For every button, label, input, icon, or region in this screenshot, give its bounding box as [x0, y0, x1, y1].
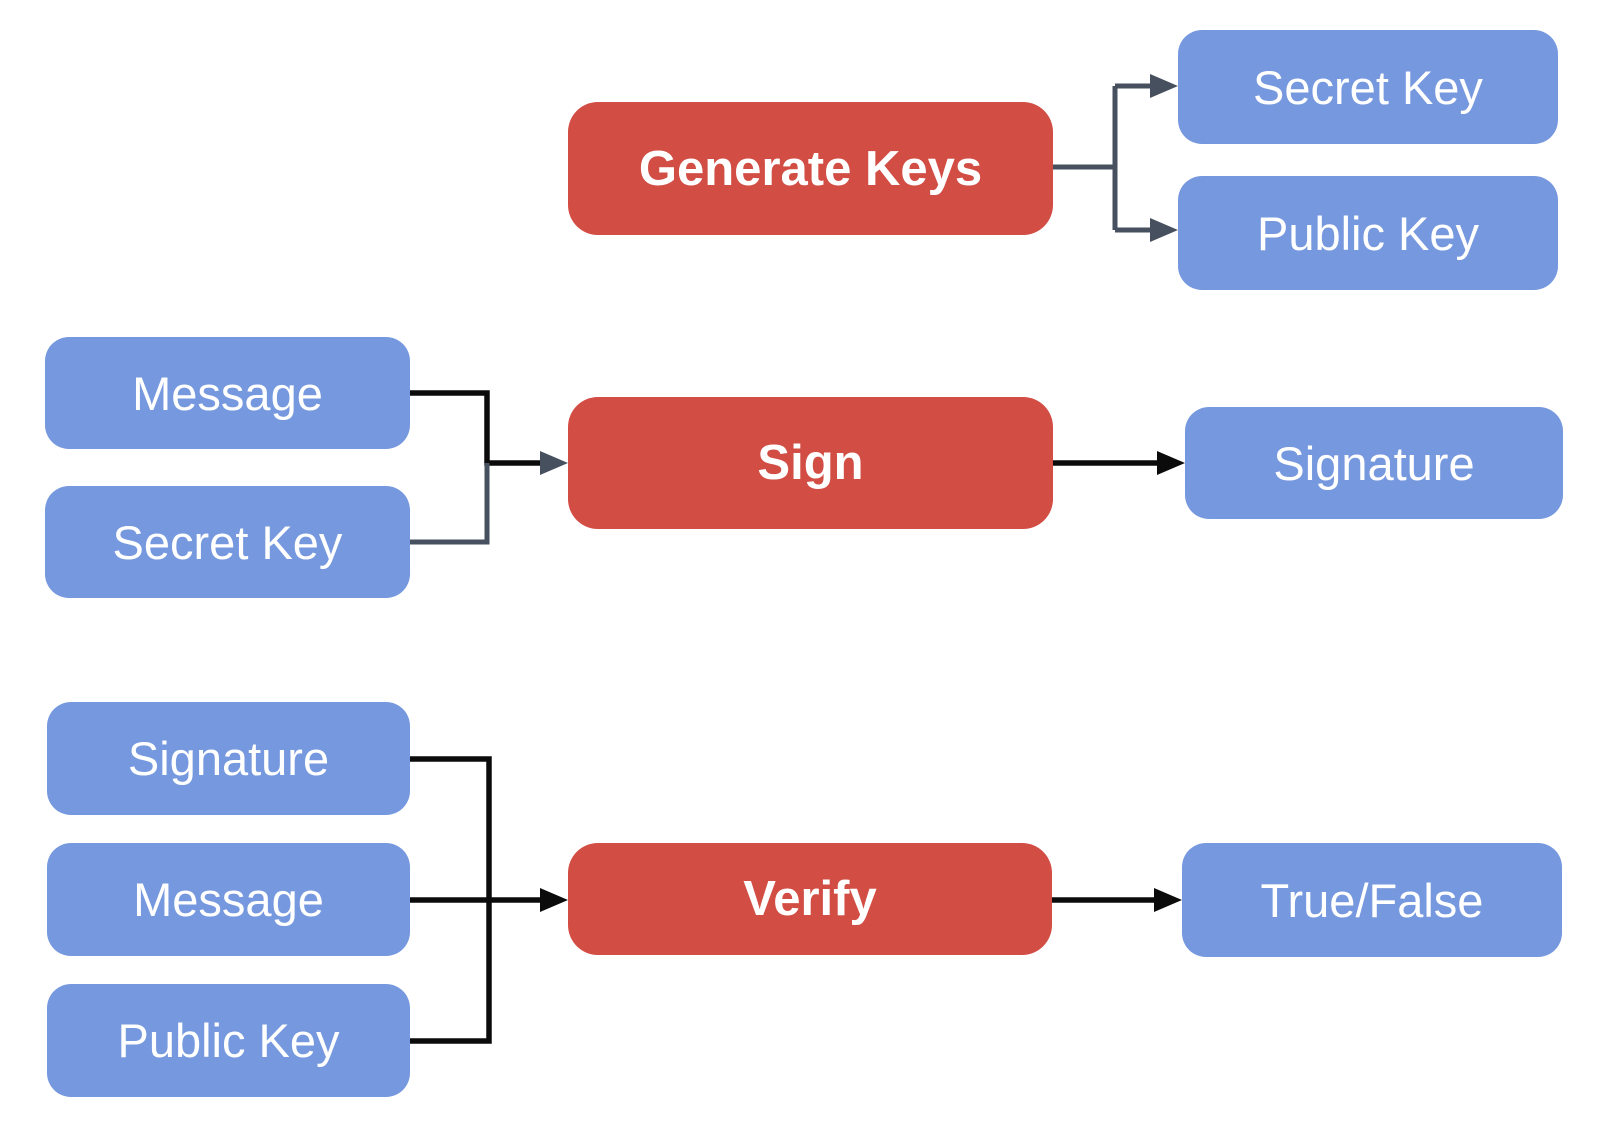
- node-signature-input-verify: Signature: [47, 702, 410, 815]
- arrowhead-signature-output: [1157, 451, 1185, 475]
- node-secret-key-input-sign: Secret Key: [45, 486, 410, 598]
- node-sign: Sign: [568, 397, 1053, 529]
- node-public-key-output: Public Key: [1178, 176, 1558, 290]
- node-public-key-input-verify: Public Key: [47, 984, 410, 1097]
- node-signature-output: Signature: [1185, 407, 1563, 519]
- node-message-input-sign: Message: [45, 337, 410, 449]
- connector-message-to-sign: [410, 390, 546, 466]
- arrowhead-sign-input: [540, 451, 568, 475]
- arrowhead-public-key-output: [1150, 218, 1178, 242]
- arrowhead-verify-input: [540, 888, 568, 912]
- node-secret-key-output: Secret Key: [1178, 30, 1558, 144]
- arrowhead-truefalse-output: [1154, 888, 1182, 912]
- node-message-input-verify: Message: [47, 843, 410, 956]
- node-verify: Verify: [568, 843, 1052, 955]
- arrowhead-secret-key-output: [1150, 74, 1178, 98]
- node-true-false-output: True/False: [1182, 843, 1562, 957]
- connector-generate-to-keys: [1053, 83, 1162, 233]
- node-generate-keys: Generate Keys: [568, 102, 1053, 235]
- connector-secret-key-to-sign: [410, 463, 490, 545]
